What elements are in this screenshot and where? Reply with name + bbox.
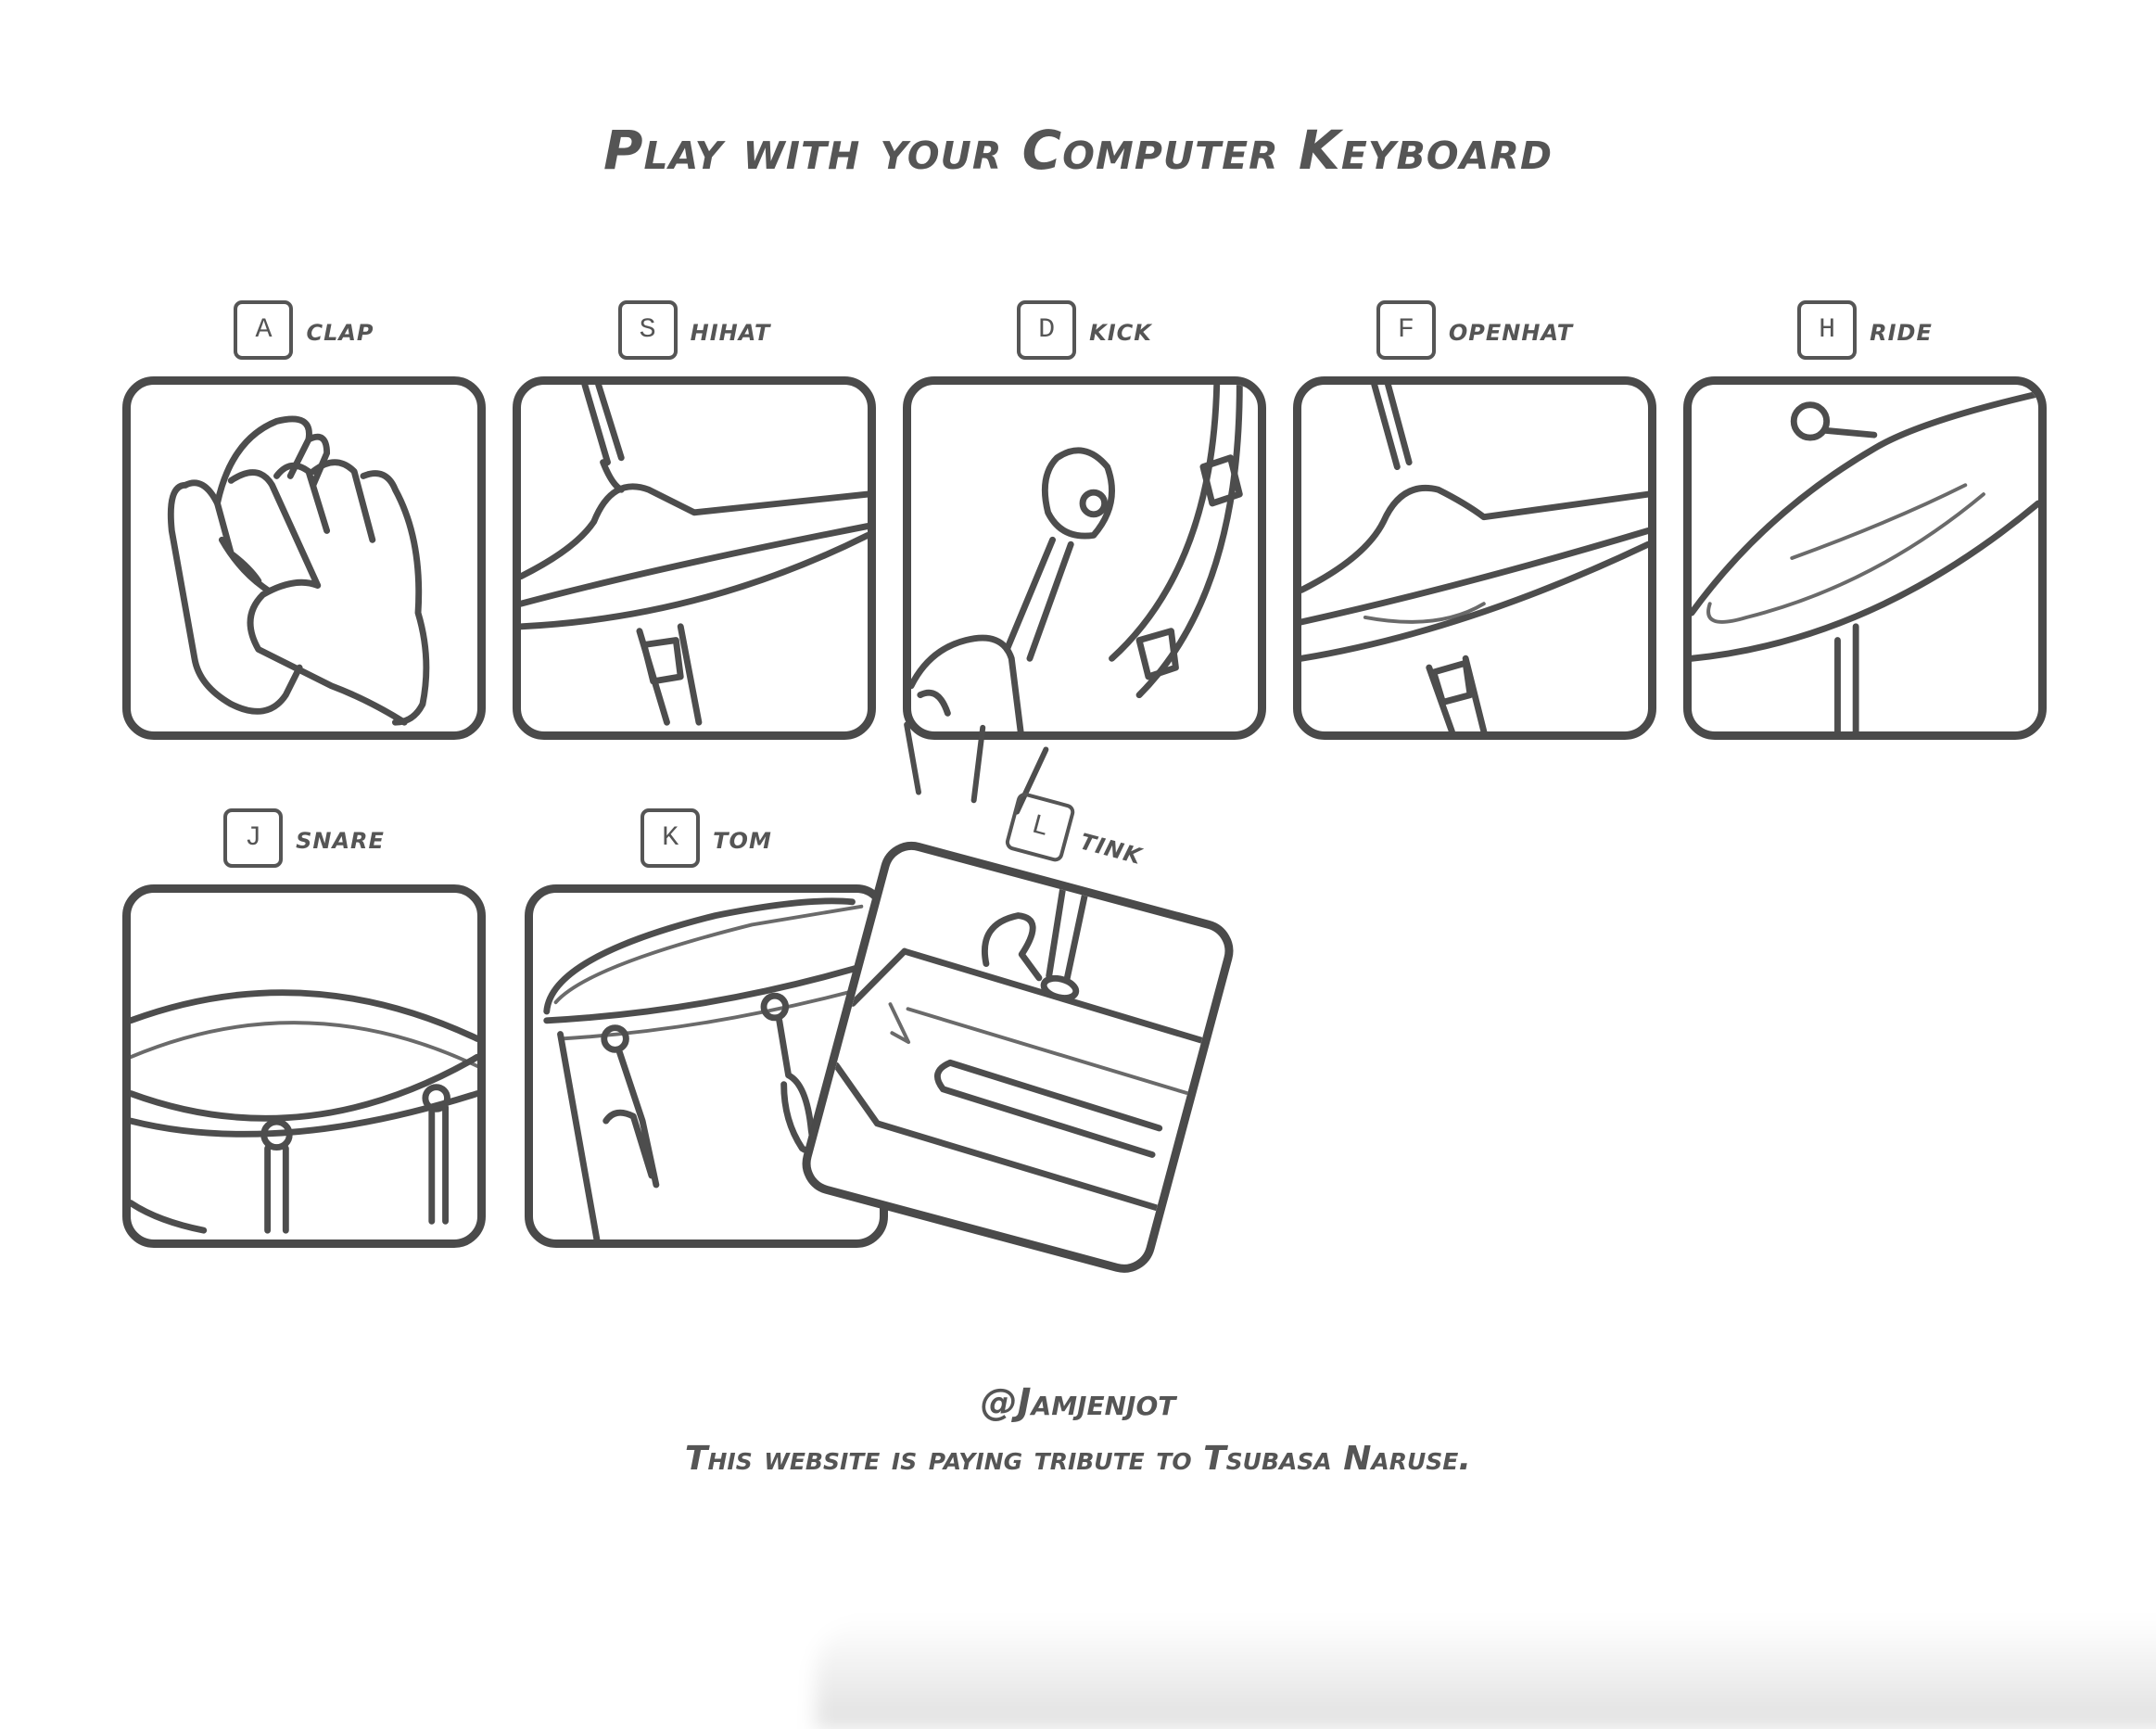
- open-hihat-icon[interactable]: [1293, 376, 1656, 740]
- keycap-l: L: [1003, 790, 1077, 864]
- snare-drum-icon[interactable]: [122, 884, 486, 1248]
- window-shadow: [816, 1618, 2156, 1729]
- keycap-d: D: [1017, 300, 1077, 360]
- pad-label: A clap: [122, 297, 486, 363]
- pad-label: J snare: [122, 805, 486, 871]
- sound-name: hihat: [690, 311, 771, 349]
- keycap-k: K: [640, 808, 701, 868]
- hihat-cymbal-icon[interactable]: [513, 376, 876, 740]
- ride-cymbal-icon[interactable]: [1683, 376, 2047, 740]
- pad-label: H ride: [1683, 297, 2047, 363]
- sound-name: ride: [1870, 311, 1933, 349]
- tink-block-icon[interactable]: [794, 834, 1241, 1280]
- pad-label: F openhat: [1293, 297, 1656, 363]
- kick-pedal-icon[interactable]: [903, 376, 1266, 740]
- sound-name: clap: [306, 311, 374, 349]
- author-handle-link[interactable]: @Jamjenjot: [980, 1381, 1176, 1424]
- sound-name: snare: [296, 820, 385, 857]
- keycap-s: S: [617, 300, 678, 360]
- keycap-h: H: [1797, 300, 1858, 360]
- keycap-j: J: [223, 808, 284, 868]
- tribute-text: This website is paying tribute to Tsubas…: [684, 1440, 1472, 1478]
- clap-hands-icon[interactable]: [122, 376, 486, 740]
- sound-name: tink: [1076, 820, 1148, 872]
- keycap-a: A: [234, 300, 294, 360]
- pad-label: K tom: [525, 805, 888, 871]
- sound-name: kick: [1089, 311, 1152, 349]
- keycap-f: F: [1376, 300, 1436, 360]
- sound-name: tom: [713, 820, 772, 857]
- pad-label: S hihat: [513, 297, 876, 363]
- pad-label: D kick: [903, 297, 1266, 363]
- sound-name: openhat: [1448, 311, 1574, 349]
- drum-pad-tink[interactable]: L tink: [794, 721, 1262, 1280]
- page-title: Play with your Computer Keyboard: [602, 119, 1553, 182]
